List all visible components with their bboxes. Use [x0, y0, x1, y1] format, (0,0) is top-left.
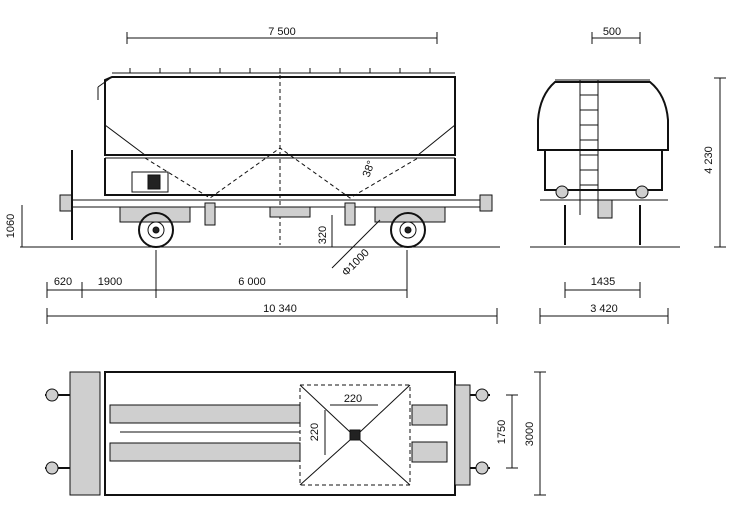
bogie-left [119, 206, 191, 248]
dim-clearance: 320 [317, 226, 329, 244]
dim-opening-height: 220 [309, 423, 321, 441]
dim-gauge: 1435 [591, 276, 615, 288]
plan-body-outline [104, 371, 456, 496]
dim-outer: 3000 [524, 422, 536, 446]
plan-end-right [454, 384, 471, 486]
underframe [104, 158, 456, 196]
dim-overhang: 620 [54, 276, 72, 288]
dim-inner: 1750 [496, 420, 508, 444]
dim-hopper-angle: 38° [361, 159, 378, 179]
dim-opening-width: 220 [344, 393, 362, 405]
buffer-left [59, 194, 73, 212]
dim-width: 3 420 [590, 303, 618, 315]
body-outline [104, 76, 456, 156]
label-plate [131, 171, 169, 193]
plan-end-left [69, 371, 101, 496]
dim-bogie-spacing: 6 000 [238, 276, 266, 288]
dim-end-to-bogie: 1900 [98, 276, 122, 288]
end-ladder [579, 80, 599, 215]
dim-wheel-diameter: Φ1000 [340, 247, 372, 279]
dim-top-width: 500 [603, 26, 621, 38]
roof-hatches [129, 68, 431, 73]
end-body-outline [537, 81, 669, 151]
dim-height: 4 230 [703, 146, 715, 174]
dim-body-length: 7 500 [268, 26, 296, 38]
end-view: 500 4 230 1435 3 420 [530, 26, 726, 324]
buffer-right [479, 194, 493, 212]
dim-total-length: 10 340 [263, 303, 297, 315]
plan-walkway-top [109, 404, 301, 424]
dim-buffer-height: 1060 [5, 214, 17, 238]
plan-walkway-bottom [109, 442, 301, 462]
bogie-right [374, 206, 446, 248]
plan-view: 220 220 1750 3000 [45, 371, 546, 496]
plan-outlet [349, 429, 361, 441]
side-view: 7 500 1060 320 Φ1000 38° 620 1900 6 000 … [5, 26, 500, 324]
end-underframe [544, 150, 663, 191]
